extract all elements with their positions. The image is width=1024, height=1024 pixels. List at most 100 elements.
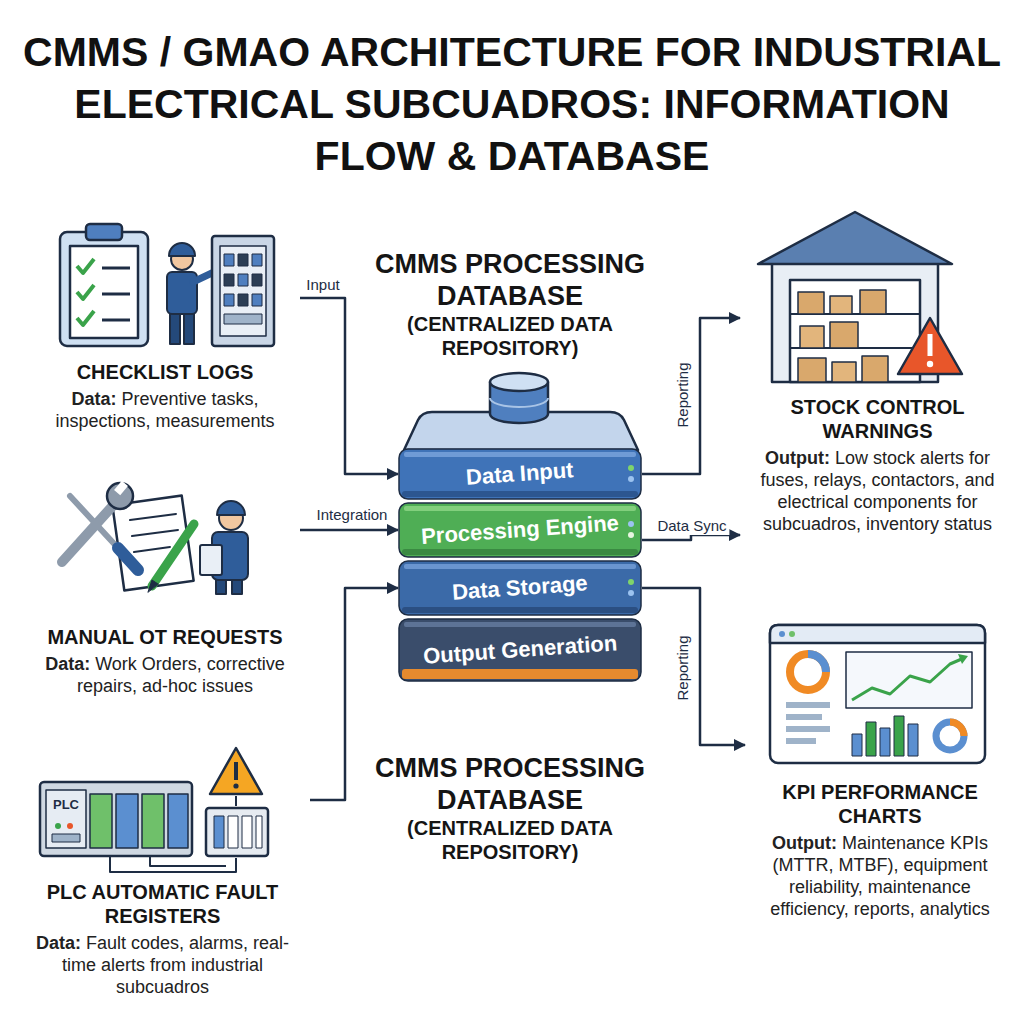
flow-arrow	[300, 529, 398, 532]
dashboard-icon-part	[770, 625, 985, 763]
dashboard-icon-part	[936, 722, 964, 750]
checklist-icon-part	[102, 267, 130, 270]
work-order-icon-part	[118, 548, 138, 570]
status-light	[628, 579, 634, 585]
warehouse-icon-part	[800, 326, 824, 348]
flow-arrow	[642, 588, 745, 745]
io-module-part	[228, 816, 238, 848]
flow-arrow	[642, 318, 740, 474]
work-order-icon-part	[112, 496, 193, 591]
electrical-panel-part	[238, 254, 248, 266]
warehouse-icon-part	[798, 292, 824, 314]
edge-label: Input	[303, 276, 342, 294]
work-order-icon-part	[62, 500, 118, 562]
checklist-icon-part	[77, 259, 94, 273]
layer-edge	[402, 607, 638, 613]
dashboard-icon-part	[786, 702, 830, 708]
database-layer: Data Storage	[398, 560, 642, 616]
warning-symbol-part	[234, 762, 238, 780]
edge-label: Reporting	[674, 632, 692, 703]
stack-heading: CMMS PROCESSING DATABASE(CENTRALIZED DAT…	[350, 248, 670, 360]
warning-symbol-part	[233, 783, 238, 788]
warehouse-icon-part	[790, 280, 920, 382]
dashboard-icon-part	[866, 722, 876, 756]
stack-subtitle: (CENTRALIZED DATA REPOSITORY)	[350, 312, 670, 360]
status-light	[628, 521, 634, 527]
flow-arrow	[642, 535, 740, 540]
electrical-panel-part	[224, 274, 234, 286]
plc-rack-part	[52, 834, 80, 842]
dashboard-icon-part	[779, 631, 785, 637]
work-order-icon	[62, 481, 194, 592]
dashboard-icon-part	[958, 654, 968, 664]
electrical-panel-part	[220, 246, 266, 336]
technician-figure-part	[167, 272, 197, 314]
field-key: Output:	[765, 448, 830, 468]
dashboard-icon-part	[786, 714, 822, 720]
work-order-icon-part	[152, 524, 194, 586]
database-top-part	[490, 398, 548, 407]
flow-arrow	[300, 298, 398, 474]
io-module-part	[206, 808, 268, 856]
dashboard-icon-part	[908, 724, 918, 756]
card-heading: KPI PERFORMANCE CHARTS	[751, 780, 1009, 828]
dashboard-icon-part	[846, 652, 972, 708]
technician-figure-part	[170, 310, 180, 344]
work-order-icon-part	[132, 530, 178, 536]
work-order-icon-part	[134, 547, 170, 552]
warning-symbol-part	[235, 796, 237, 806]
work-order-icon-part	[70, 496, 118, 548]
status-light	[628, 465, 634, 471]
warehouse-icon-part	[830, 296, 852, 314]
card-body: Output:Low stock alerts for fuses, relay…	[746, 447, 1009, 535]
card-heading: MANUAL OT REQUESTS	[36, 625, 294, 649]
plc-rack-part	[142, 794, 164, 848]
card-heading: CHECKLIST LOGS	[36, 360, 294, 384]
source-card: PLC AUTOMATIC FAULT REGISTERSData:Fault …	[15, 740, 310, 1002]
warehouse-icon-part	[830, 322, 858, 348]
io-module-part	[214, 816, 224, 848]
electrical-panel-part	[224, 294, 234, 306]
layer-body	[399, 619, 641, 681]
warehouse-icon-part	[862, 356, 888, 382]
technician-figure	[200, 501, 248, 594]
dashboard-icon-part	[950, 722, 964, 736]
layer-body	[399, 561, 641, 615]
warning-symbol	[898, 318, 962, 374]
io-module-part	[242, 816, 252, 848]
dashboard-icon-part	[786, 738, 816, 744]
electrical-panel-part	[252, 294, 262, 306]
electrical-panel-part	[224, 314, 262, 324]
layer-edge	[402, 549, 638, 555]
dashboard-icon-part	[852, 658, 964, 700]
io-module	[206, 808, 268, 856]
edge-label: Reporting	[674, 359, 692, 430]
field-key: Data:	[45, 654, 90, 674]
card-body: Data:Preventive tasks, inspections, meas…	[36, 388, 294, 432]
plc-rack-part	[46, 790, 86, 848]
dashboard-icon-part	[894, 716, 904, 756]
checklist-icon	[60, 224, 148, 346]
warehouse-icon-part	[860, 290, 886, 314]
electrical-panel-part	[252, 274, 262, 286]
field-text: Work Orders, corrective repairs, ad-hoc …	[77, 654, 285, 696]
status-light	[628, 590, 634, 596]
stack-subtitle: (CENTRALIZED DATA REPOSITORY)	[350, 816, 670, 864]
diagram-title: CMMS / GMAO ARCHITECTURE FOR INDUSTRIAL …	[12, 26, 1012, 182]
electrical-panel-part	[252, 254, 262, 266]
card-body: Data:Fault codes, alarms, real-time aler…	[21, 932, 304, 998]
plc-rack-part	[40, 782, 192, 856]
card-body: Output:Maintenance KPIs (MTTR, MTBF), eq…	[751, 832, 1009, 920]
warning-symbol	[210, 748, 262, 806]
electrical-panel	[212, 236, 274, 346]
warning-symbol-part	[210, 748, 262, 794]
warehouse-icon-part	[832, 362, 856, 382]
work-order-icon-part	[130, 514, 176, 520]
source-card: KPI PERFORMANCE CHARTSOutput:Maintenance…	[745, 615, 1015, 924]
dashboard-icon	[770, 625, 985, 763]
dashboard-icon-part	[880, 728, 890, 756]
database-stack: CMMS PROCESSING DATABASE(CENTRALIZED DAT…	[350, 245, 670, 865]
dashboard-icon-part	[789, 631, 795, 637]
card-body: Data:Work Orders, corrective repairs, ad…	[36, 653, 294, 697]
